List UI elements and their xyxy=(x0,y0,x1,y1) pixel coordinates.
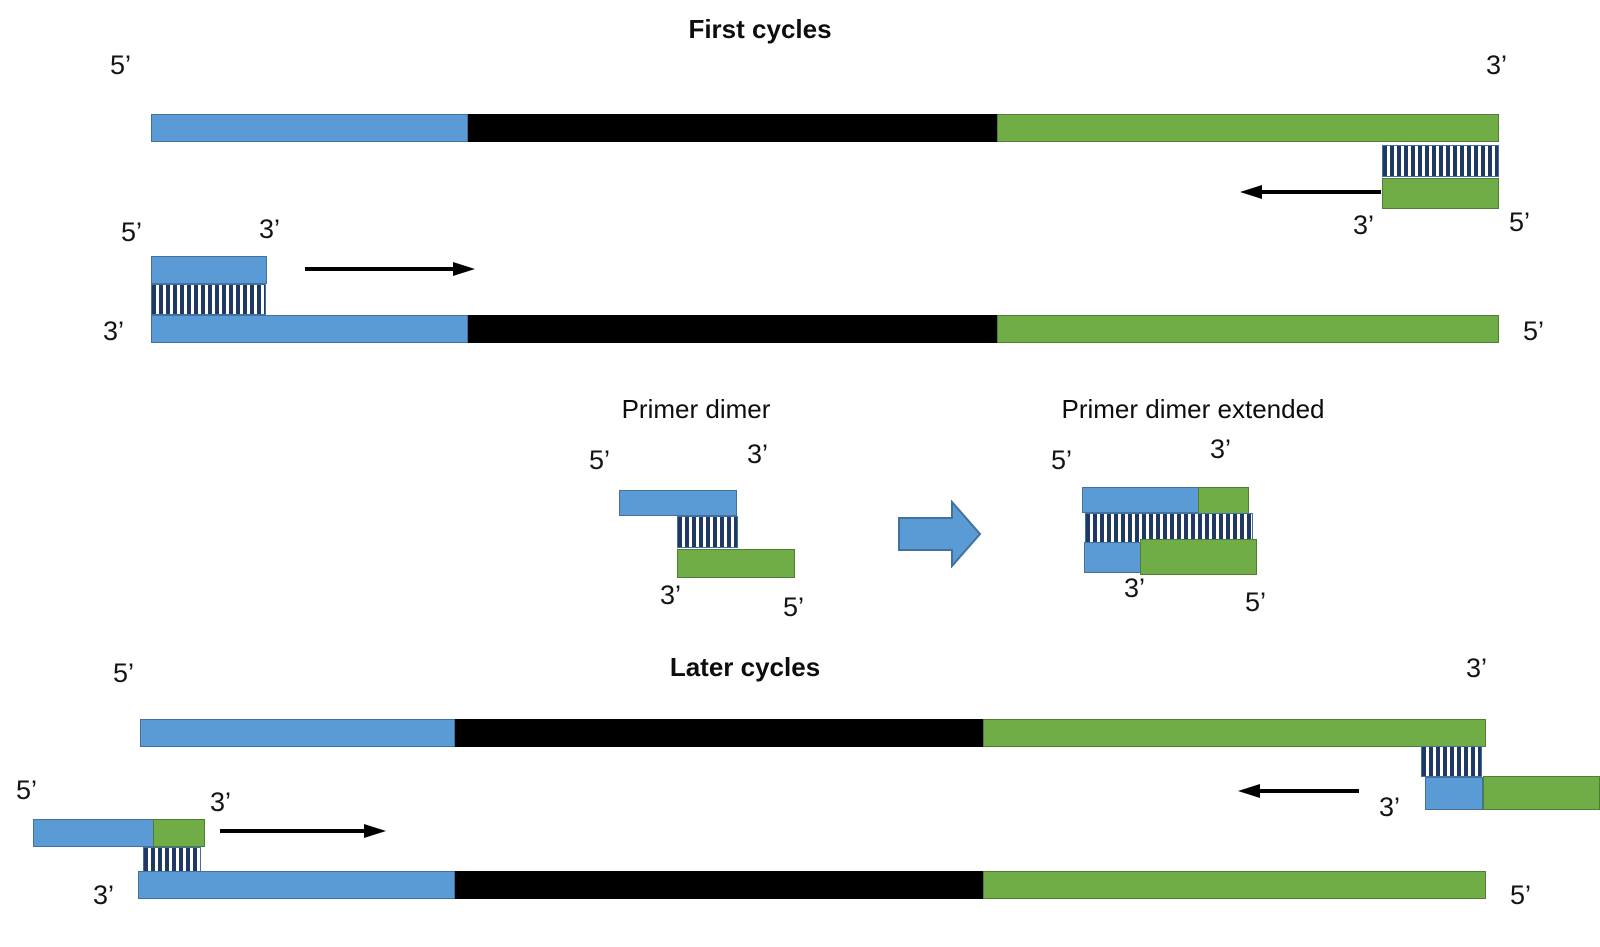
strand-segment-green xyxy=(983,871,1486,899)
forward-primer-bar xyxy=(1082,487,1199,513)
extension-arrow-right-icon xyxy=(305,262,475,276)
hybridization-region xyxy=(677,516,738,548)
extension-arrow-right-icon xyxy=(220,824,386,838)
hybridization-region xyxy=(1085,513,1253,543)
label-template-bottom-5prime: 5’ xyxy=(1510,880,1532,910)
label-extended-3prime-top: 3’ xyxy=(1210,434,1232,464)
dimer-primer-segment-green xyxy=(1483,776,1600,810)
strand-segment-black xyxy=(468,315,997,343)
strand-segment-blue xyxy=(151,315,468,343)
strand-segment-blue xyxy=(140,719,455,747)
label-template-bottom-5prime: 5’ xyxy=(1523,316,1545,346)
label-template-top-5prime: 5’ xyxy=(110,50,132,80)
dimer-primer-segment-blue xyxy=(1425,777,1483,810)
label-reverse-primer-3prime: 3’ xyxy=(1353,210,1375,240)
reverse-primer-bar xyxy=(677,549,795,578)
forward-primer-bar xyxy=(619,490,737,516)
hybridization-region xyxy=(1382,145,1499,177)
label-dimer-5prime-top: 5’ xyxy=(589,445,611,475)
extension-arrow-left-icon xyxy=(1240,185,1381,199)
strand-segment-black xyxy=(468,114,997,142)
section-title-primer-dimer-extended: Primer dimer extended xyxy=(1061,394,1325,424)
label-reverse-primer-5prime: 5’ xyxy=(1509,207,1531,237)
strand-segment-black xyxy=(455,719,983,747)
label-template-top-5prime: 5’ xyxy=(113,658,135,688)
label-extended-3prime-bottom: 3’ xyxy=(1124,573,1146,603)
reverse-primer-bar xyxy=(1140,539,1257,575)
section-title-primer-dimer: Primer dimer xyxy=(621,394,771,424)
label-template-top-3prime: 3’ xyxy=(1466,653,1488,683)
extension-segment-green xyxy=(1198,487,1249,514)
label-forward-extended-5prime: 5’ xyxy=(16,775,38,805)
strand-segment-green xyxy=(997,114,1499,142)
label-dimer-3prime-top: 3’ xyxy=(747,439,769,469)
extension-arrow-left-icon xyxy=(1238,784,1359,798)
label-template-bottom-3prime: 3’ xyxy=(103,316,125,346)
label-template-top-3prime: 3’ xyxy=(1486,50,1508,80)
extension-segment-blue xyxy=(1084,542,1141,573)
label-dimer-5prime-bottom: 5’ xyxy=(783,592,805,622)
section-title-later-cycles: Later cycles xyxy=(669,652,821,682)
label-template-bottom-3prime: 3’ xyxy=(93,880,115,910)
label-extended-5prime-top: 5’ xyxy=(1051,445,1073,475)
strand-segment-blue xyxy=(151,114,468,142)
label-forward-primer-3prime: 3’ xyxy=(259,214,281,244)
label-reverse-extended-3prime: 3’ xyxy=(1379,792,1401,822)
strand-segment-green xyxy=(997,315,1499,343)
label-dimer-3prime-bottom: 3’ xyxy=(660,580,682,610)
dimer-primer-segment-green xyxy=(153,819,205,847)
strand-segment-black xyxy=(455,871,983,899)
hybridization-region xyxy=(151,284,266,315)
label-forward-primer-5prime: 5’ xyxy=(121,217,143,247)
hybridization-region xyxy=(1421,746,1482,777)
section-title-first-cycles: First cycles xyxy=(688,14,832,44)
strand-segment-green xyxy=(983,719,1486,747)
label-forward-extended-3prime: 3’ xyxy=(210,787,232,817)
strand-segment-blue xyxy=(138,871,455,899)
reverse-primer-bar xyxy=(1382,178,1499,209)
label-extended-5prime-bottom: 5’ xyxy=(1245,587,1267,617)
forward-primer-bar xyxy=(151,256,267,284)
dimer-primer-segment-blue xyxy=(33,819,154,847)
block-arrow-icon xyxy=(898,500,982,568)
